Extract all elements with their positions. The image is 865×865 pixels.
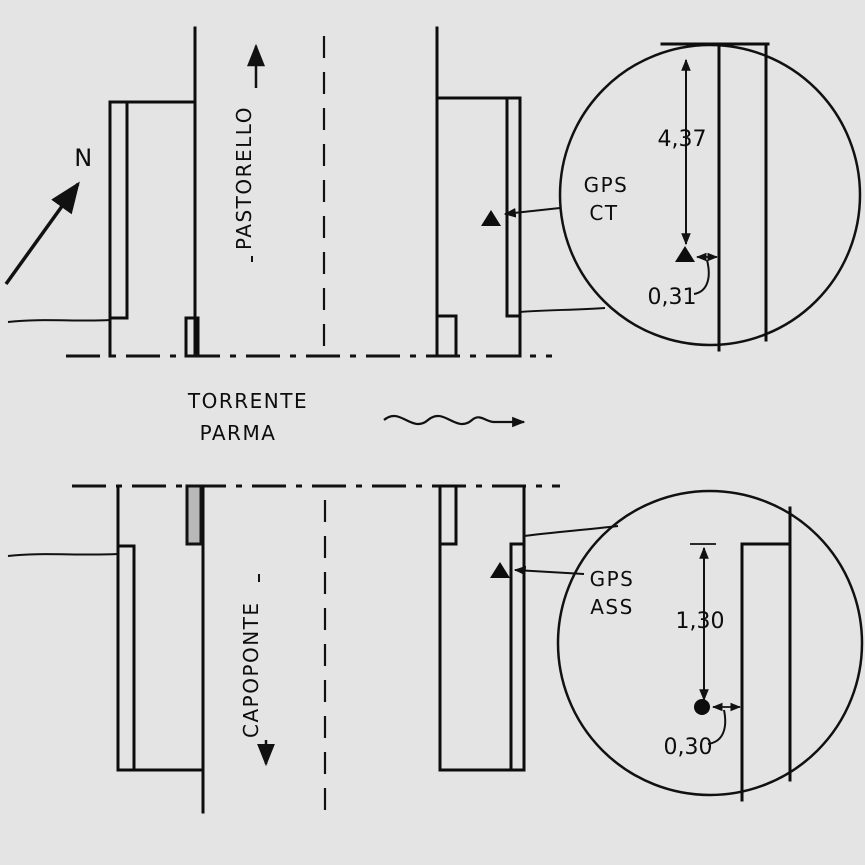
gps-ass-marker: GPS ASS [490,562,635,619]
detail-bottom-corner [740,542,792,802]
south-left-boundary [7,553,119,557]
triangle-marker-icon [675,246,695,262]
street-name-capoponte: CAPOPONTE [239,601,263,738]
river-flow-arrow [383,414,526,428]
gps-ct-leader [503,207,561,218]
river-name-line2: PARMA [200,421,277,445]
dot-marker-icon [694,699,710,715]
north-left-wall [108,100,129,320]
south-left-wall [116,544,136,772]
river: TORRENTE PARMA [187,389,526,445]
gps-ass-line2: ASS [590,595,634,619]
detail-circle-bottom: 1,30 0,30 [556,489,864,802]
gps-ct-marker: GPS CT [481,173,629,226]
south-left-pier [185,484,203,546]
north-right-wall [505,96,522,318]
street-name-pastorello: PASTORELLO [232,106,256,250]
north-bank [7,26,606,358]
detail-circle-top: 4,37 0,31 [558,42,862,352]
dim-horizontal-bottom-label: 0,30 [664,735,713,760]
south-right-pier [438,484,458,546]
compass-label: N [74,144,93,172]
dim-horizontal-top-leader [693,259,710,295]
gps-ass-line1: GPS [590,567,635,591]
south-right-wall [509,542,526,772]
gps-ct-line2: CT [589,201,618,225]
south-bank [7,484,619,814]
gps-ct-line1: GPS [584,173,629,197]
north-left-boundary [7,319,111,323]
north-right-boundary [519,307,606,313]
street-label-north: PASTORELLO [232,43,265,262]
triangle-marker-icon [481,210,501,226]
dim-horizontal-top-label: 0,31 [648,285,697,310]
street-label-south: CAPOPONTE [239,574,275,767]
triangle-marker-icon [490,562,510,578]
dim-vertical-top-label: 4,37 [658,127,707,152]
compass: N [4,144,93,286]
gps-ass-leader [513,565,585,576]
north-arrow-icon [4,181,80,286]
south-right-boundary [523,525,619,537]
detail-circle-bottom-outline [556,489,864,797]
river-name-line1: TORRENTE [187,389,308,413]
north-right-pier [435,314,458,358]
dim-horizontal-bottom-leader [707,709,727,745]
dim-vertical-bottom-label: 1,30 [676,609,725,634]
